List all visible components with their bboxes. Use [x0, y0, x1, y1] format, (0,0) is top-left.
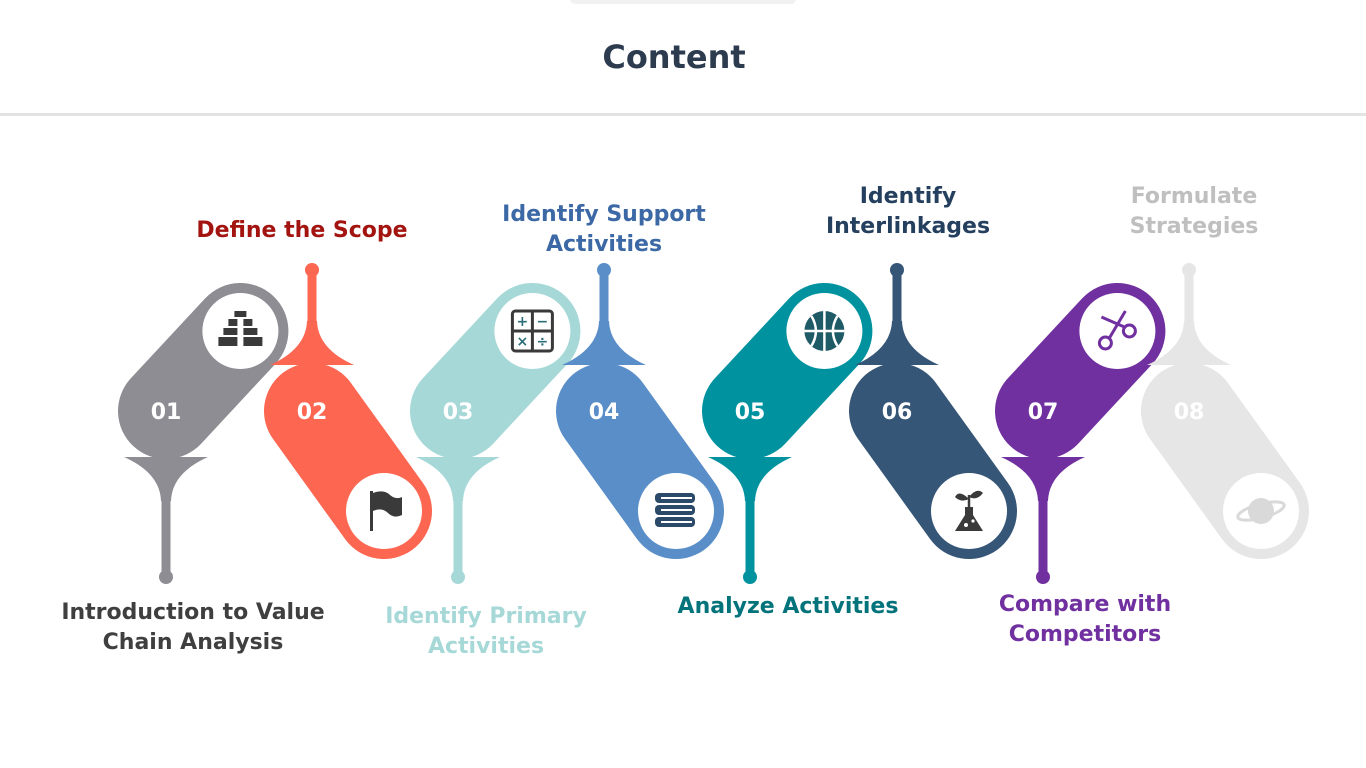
step-label-03: Identify Primary Activities — [385, 604, 587, 659]
step-01: 01 — [118, 283, 289, 584]
step-number: 03 — [443, 400, 474, 425]
step-label-07: Compare with Competitors — [998, 592, 1172, 647]
step-funnel — [270, 321, 354, 365]
planet-icon — [1223, 473, 1299, 549]
step-label-02: Define the Scope — [196, 218, 408, 243]
page-title: Content — [602, 38, 746, 76]
step-number: 05 — [735, 400, 766, 425]
step-dot — [890, 263, 904, 277]
header-divider — [0, 113, 1366, 116]
step-number: 04 — [589, 400, 620, 425]
step-label-06: Identify Interlinkages — [825, 184, 991, 239]
step-dot — [1182, 263, 1196, 277]
top-tab — [570, 0, 796, 4]
basketball-icon — [786, 293, 863, 369]
step-funnel — [124, 457, 208, 501]
step-number: 06 — [882, 400, 913, 425]
step-07: 07 — [995, 283, 1166, 584]
step-05: 05 — [702, 283, 873, 584]
step-06: 06 — [849, 263, 1017, 559]
step-funnel — [855, 321, 939, 365]
svg-text:−: − — [537, 314, 549, 330]
plant-flask-icon — [931, 473, 1007, 549]
step-dot — [597, 263, 611, 277]
step-funnel — [1001, 457, 1085, 501]
flag-icon — [346, 473, 422, 549]
step-dot — [451, 570, 465, 584]
step-dot — [159, 570, 173, 584]
calculator-icon: +−× ÷ — [494, 293, 571, 369]
scissors-icon — [1079, 293, 1156, 369]
step-label-05: Analyze Activities — [677, 594, 899, 619]
step-funnel — [562, 321, 646, 365]
step-08: 08 — [1141, 263, 1309, 559]
step-dot — [743, 570, 757, 584]
step-number: 02 — [297, 400, 328, 425]
svg-text:+: + — [517, 314, 529, 330]
step-funnel — [708, 457, 792, 501]
step-02: 02 — [264, 263, 432, 559]
step-number: 01 — [151, 400, 182, 425]
step-dot — [305, 263, 319, 277]
step-funnel — [1147, 321, 1231, 365]
books-icon — [638, 473, 714, 549]
step-number: 08 — [1174, 400, 1205, 425]
step-04: 04 — [556, 263, 724, 559]
step-number: 07 — [1028, 400, 1059, 425]
step-label-01: Introduction to Value Chain Analysis — [61, 600, 325, 655]
step-label-04: Identify Support Activities — [502, 202, 706, 257]
step-label-08: Formulate Strategies — [1129, 184, 1259, 239]
step-dot — [1036, 570, 1050, 584]
step-03: 03 +−× ÷ — [410, 283, 581, 584]
step-funnel — [416, 457, 500, 501]
pyramid-icon — [202, 293, 279, 369]
svg-text:÷: ÷ — [537, 334, 549, 350]
svg-text:×: × — [517, 334, 529, 350]
